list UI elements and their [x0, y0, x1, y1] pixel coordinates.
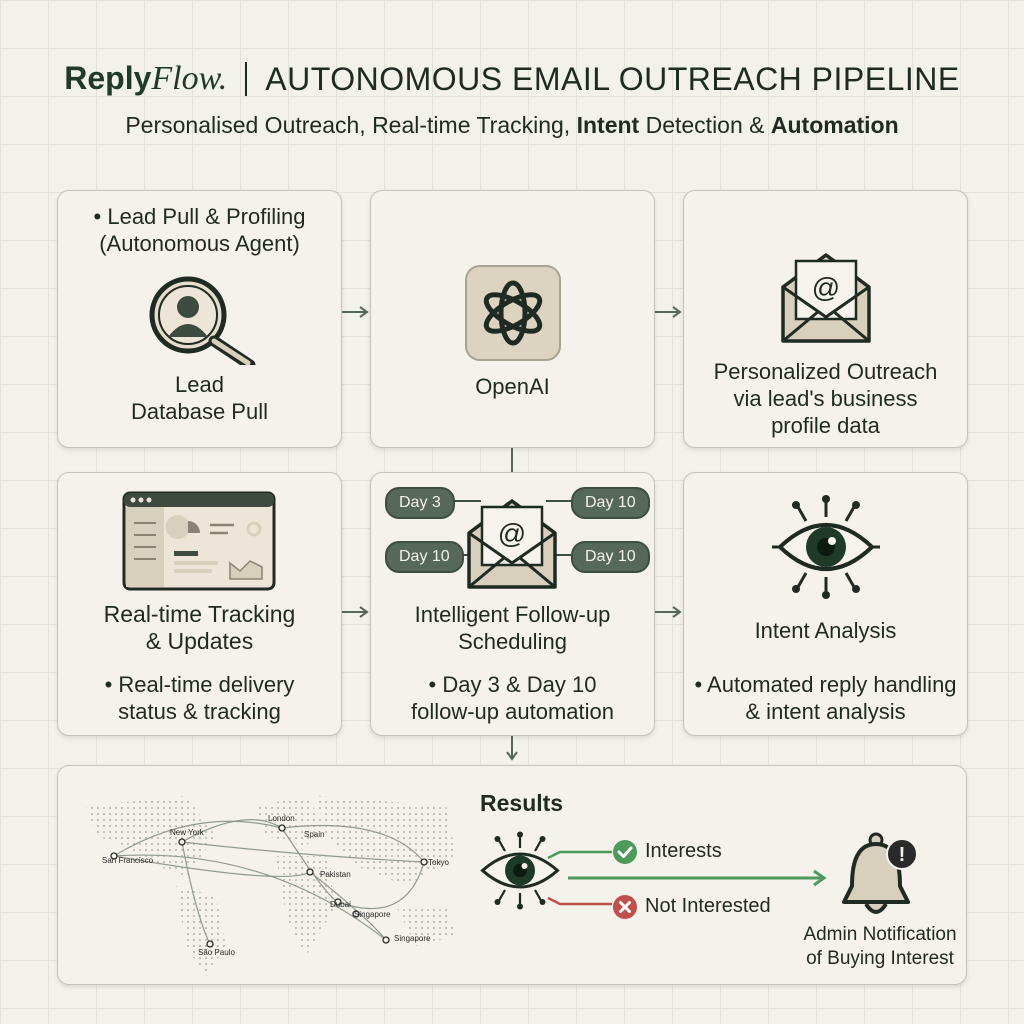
tracking-label-2: & Updates: [145, 628, 254, 654]
svg-text:@: @: [498, 518, 526, 549]
svg-text:!: !: [899, 844, 906, 866]
lead-pull-label-1: Lead: [175, 372, 224, 397]
outreach-label-3: profile data: [771, 413, 880, 438]
followup-detail-2: follow-up automation: [410, 699, 614, 724]
arrow-openai-outreach: [655, 306, 682, 318]
subtitle-bold-1: Intent: [576, 112, 640, 138]
followup-detail-1: • Day 3 & Day 10: [428, 672, 597, 697]
page-title: AUTONOMOUS EMAIL OUTREACH PIPELINE: [265, 60, 960, 97]
brand-name-italic: Flow.: [151, 60, 228, 97]
svg-text:@: @: [812, 272, 840, 303]
outreach-label-2: via lead's business: [733, 386, 918, 411]
outreach-label-1: Personalized Outreach: [713, 359, 938, 384]
envelope-at-icon: @: [467, 499, 557, 589]
city-label: Tokyo: [428, 858, 449, 867]
card-outreach: @ Personalized Outreach via lead's busin…: [683, 190, 968, 448]
lead-pull-label: Lead Database Pull: [58, 371, 341, 425]
day-pill: Day 10: [571, 487, 650, 519]
lead-pull-label-2: Database Pull: [131, 399, 268, 424]
title-separator: [245, 62, 248, 96]
followup-label-2: Scheduling: [458, 629, 567, 654]
card-openai: OpenAI: [370, 190, 655, 448]
city-label: Spain: [304, 830, 325, 839]
arrow-tracking-followup: [342, 606, 369, 618]
day-pill: Day 3: [385, 487, 455, 519]
page-subtitle: Personalised Outreach, Real-time Trackin…: [0, 112, 1024, 139]
results-title: Results: [480, 790, 564, 816]
eye-network-icon: [772, 495, 880, 599]
tracking-label-1: Real-time Tracking: [103, 601, 296, 627]
magnifier-user-icon: [149, 276, 256, 365]
followup-label-1: Intelligent Follow-up: [414, 602, 611, 627]
outreach-label: Personalized Outreach via lead's busines…: [684, 358, 967, 439]
day-pill: Day 10: [385, 541, 464, 573]
city-label: Pakistan: [320, 870, 351, 879]
subtitle-bold-2: Automation: [770, 112, 899, 138]
not-interested-label: Not Interested: [645, 895, 771, 917]
eye-network-icon: [480, 831, 560, 910]
x-circle-icon: [613, 895, 637, 919]
day-pill: Day 10: [571, 541, 650, 573]
openai-label: OpenAI: [475, 374, 550, 399]
lead-pull-heading-1: • Lead Pull & Profiling: [93, 204, 306, 229]
admin-notification-label: Admin Notification of Buying Interest: [780, 923, 980, 971]
tracking-detail-1: • Real-time delivery: [104, 672, 295, 697]
openai-logo-icon: [465, 265, 561, 361]
subtitle-part-1: Personalised Outreach, Real-time Trackin…: [125, 112, 571, 138]
followup-label: Intelligent Follow-up Scheduling: [371, 601, 654, 655]
city-label: Singapore: [394, 934, 431, 943]
city-label: Singapore: [354, 910, 391, 919]
arrow-followup-intent: [655, 606, 682, 618]
admin-notification-line-1: Admin Notification: [803, 924, 957, 945]
arrow-followup-results: [506, 734, 518, 761]
city-label: Dubai: [330, 900, 351, 909]
card-followup: Day 3 Day 10 Day 10 Day 10 @ Intelligent…: [370, 472, 655, 736]
tracking-detail-2: status & tracking: [118, 699, 281, 724]
envelope-at-icon: @: [781, 253, 871, 343]
admin-notification-line-2: of Buying Interest: [806, 948, 954, 969]
page-header: ReplyFlow. AUTONOMOUS EMAIL OUTREACH PIP…: [0, 60, 1024, 139]
world-map-icon: [86, 796, 456, 976]
city-label: New York: [170, 828, 204, 837]
lead-pull-heading: • Lead Pull & Profiling (Autonomous Agen…: [58, 203, 341, 257]
arrow-lead-openai: [342, 306, 369, 318]
brand-logo: ReplyFlow.: [64, 60, 227, 98]
tracking-detail: • Real-time delivery status & tracking: [58, 671, 341, 725]
intent-detail-1: • Automated reply handling: [694, 672, 957, 697]
tracking-label: Real-time Tracking & Updates: [58, 601, 341, 655]
city-label: San Francisco: [102, 856, 154, 865]
card-lead-pull: • Lead Pull & Profiling (Autonomous Agen…: [57, 190, 342, 448]
brand-name-bold: Reply: [64, 60, 152, 96]
city-label: London: [268, 814, 295, 823]
title-line: ReplyFlow. AUTONOMOUS EMAIL OUTREACH PIP…: [0, 60, 1024, 98]
lead-pull-heading-2: (Autonomous Agent): [99, 231, 300, 256]
card-intent: Intent Analysis • Automated reply handli…: [683, 472, 968, 736]
connector-openai-followup: [511, 446, 513, 474]
dashboard-window-icon: [122, 491, 276, 591]
intent-label: Intent Analysis: [754, 618, 897, 643]
results-connector-lines: [547, 850, 827, 906]
interested-label: Interests: [645, 840, 722, 862]
subtitle-part-2: Detection &: [645, 112, 765, 138]
bell-alert-icon: !: [842, 832, 918, 914]
city-label: São Paulo: [198, 948, 235, 957]
card-tracking: Real-time Tracking & Updates • Real-time…: [57, 472, 342, 736]
followup-detail: • Day 3 & Day 10 follow-up automation: [371, 671, 654, 725]
check-circle-icon: [613, 840, 637, 864]
intent-detail-2: & intent analysis: [745, 699, 906, 724]
intent-detail: • Automated reply handling & intent anal…: [684, 671, 967, 725]
